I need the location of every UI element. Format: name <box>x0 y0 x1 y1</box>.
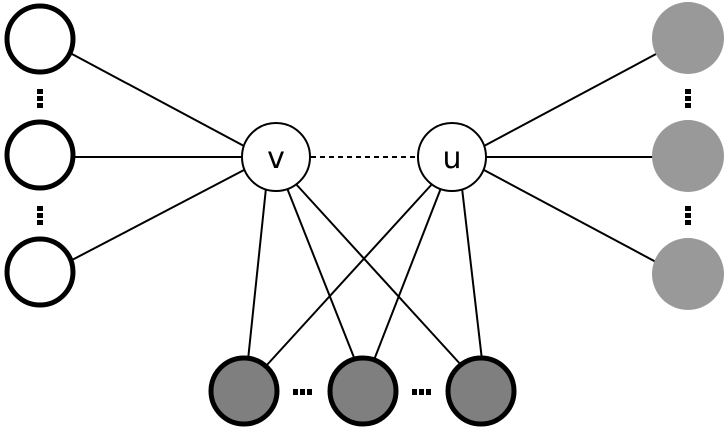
ellipsis-bottom-left <box>293 389 312 395</box>
node-left-bottom <box>4 236 76 308</box>
ellipsis-right-lower <box>685 206 691 225</box>
ellipsis-bottom-right <box>412 389 431 395</box>
node-left-top <box>4 3 76 75</box>
ellipsis-left-lower <box>37 206 43 225</box>
edge-v-to-bottom-left <box>247 187 267 361</box>
edge-u-to-bottom-middle <box>373 187 442 361</box>
node-right-top <box>652 2 724 74</box>
node-v-label: v <box>267 141 285 176</box>
edge-left-bottom-to-v <box>71 169 245 261</box>
node-bottom-middle <box>327 355 399 427</box>
edge-u-to-right-top <box>483 53 657 147</box>
node-bottom-right <box>445 355 517 427</box>
node-right-bottom <box>652 238 724 310</box>
node-u <box>417 122 487 192</box>
node-u-label: u <box>442 141 461 176</box>
node-right-middle <box>652 120 724 192</box>
ellipsis-right-upper <box>685 89 691 108</box>
edge-v-to-bottom-middle <box>286 187 356 361</box>
edge-u-to-bottom-right <box>461 187 483 361</box>
edge-v-to-bottom-right <box>294 182 463 367</box>
node-v <box>241 122 311 192</box>
edge-u-to-right-bottom <box>483 169 657 263</box>
ellipsis-left-upper <box>37 89 43 108</box>
edge-left-top-to-v <box>71 53 245 147</box>
node-left-middle <box>4 119 76 191</box>
edge-u-to-bottom-left <box>265 182 434 367</box>
node-bottom-left <box>208 355 280 427</box>
